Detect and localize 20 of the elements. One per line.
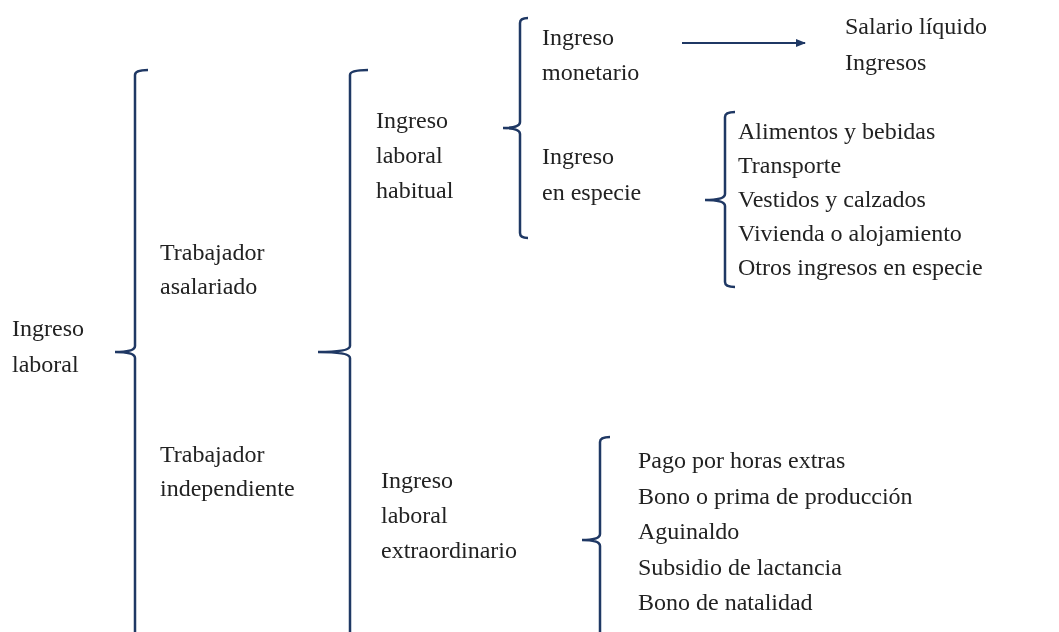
list-item: Pago por horas extras [638, 446, 846, 475]
list-item: Vivienda o alojamiento [738, 219, 962, 248]
list-item: Bono o prima de producción [638, 481, 913, 511]
category-label: Ingreso laboral habitual [376, 106, 454, 205]
list-item: Subsidio de lactancia [638, 552, 842, 582]
category-label: Ingreso monetario [542, 20, 682, 90]
category-label: Trabajador asalariado [160, 238, 265, 301]
list-item: Alimentos y bebidas [738, 117, 936, 146]
list-item: Bono de natalidad [638, 588, 813, 617]
category-label: Ingreso laboral extraordinario [381, 466, 517, 565]
list-item: Aguinaldo [638, 517, 740, 546]
list-item: Otros ingresos en especie [738, 253, 983, 282]
arrow [681, 39, 806, 47]
category-label: Ingreso laboral [12, 314, 84, 379]
category-label: Ingreso en especie [542, 142, 642, 207]
list-item: Transporte [738, 151, 842, 180]
list-item: Vestidos y calzados [738, 185, 926, 214]
category-label: Trabajador independiente [160, 440, 295, 503]
list-item: Salario líquido [845, 12, 987, 41]
list-item: Ingresos [845, 48, 927, 77]
